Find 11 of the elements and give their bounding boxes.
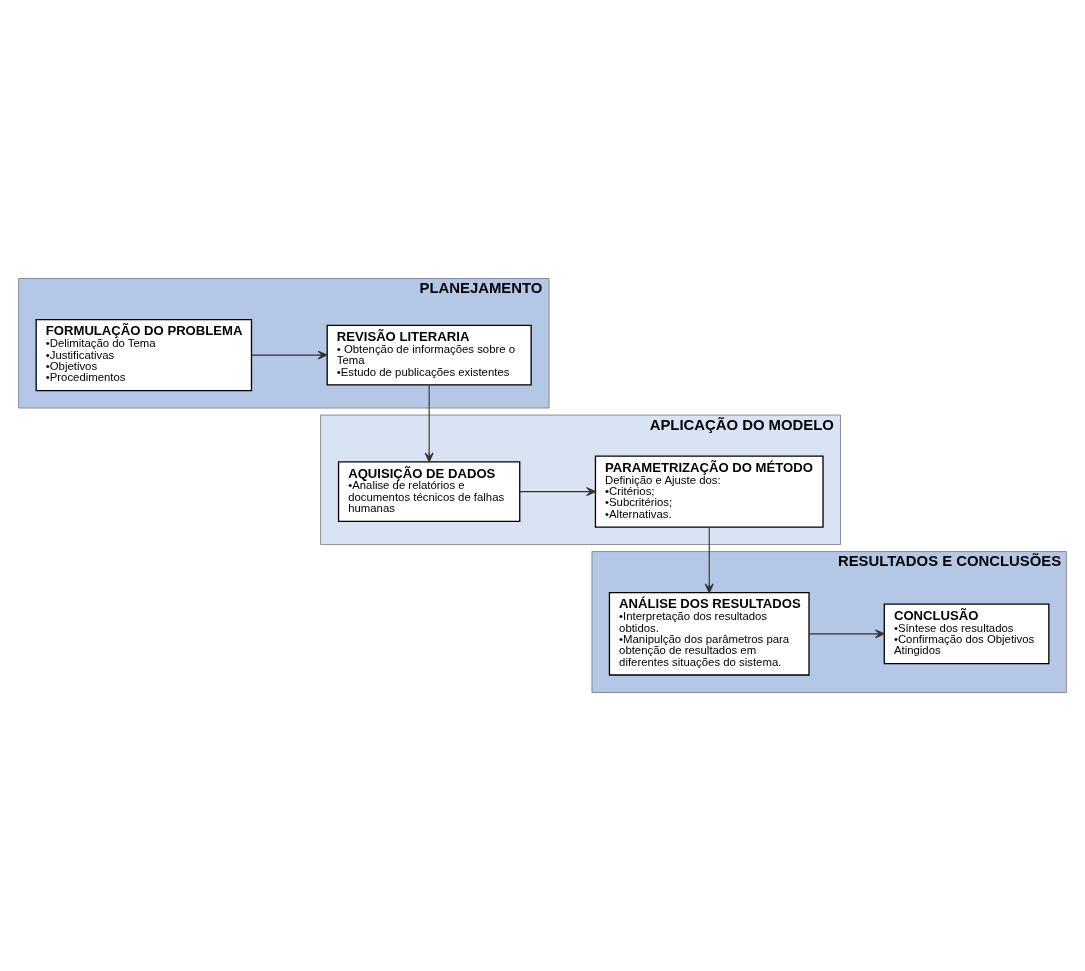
- node-box: CONCLUSÃO •Síntese dos resultados •Confirmação dos Objetivos Atingidos: [883, 603, 1050, 665]
- node-box: ANÁLISE DOS RESULTADOS •Interpretação dos resultados obtidos. •Manipulção dos parâmetros para obtenção de resultados em diferentes situações do sistema.: [608, 592, 810, 676]
- arrow: [808, 629, 885, 639]
- node-box: REVISÃO LITERARIA • Obtenção de informações sobre o Tema •Estudo de publicações existentes: [326, 324, 532, 386]
- node-box: FORMULAÇÃO DO PROBLEMA •Delimitação do Tema •Justificativas •Objetivos •Procedimentos: [35, 319, 253, 392]
- arrow: [424, 384, 434, 463]
- arrow: [519, 487, 596, 497]
- arrow: [251, 350, 328, 360]
- arrow: [704, 526, 714, 594]
- node-box: AQUISIÇÃO DE DADOS •Analise de relatórios e documentos técnicos de falhas humanas: [337, 461, 521, 523]
- node-box: PARAMETRIZAÇÃO DO MÉTODO Definição e Ajuste dos: •Critérios; •Subcritérios; •Alternativas.: [594, 455, 824, 528]
